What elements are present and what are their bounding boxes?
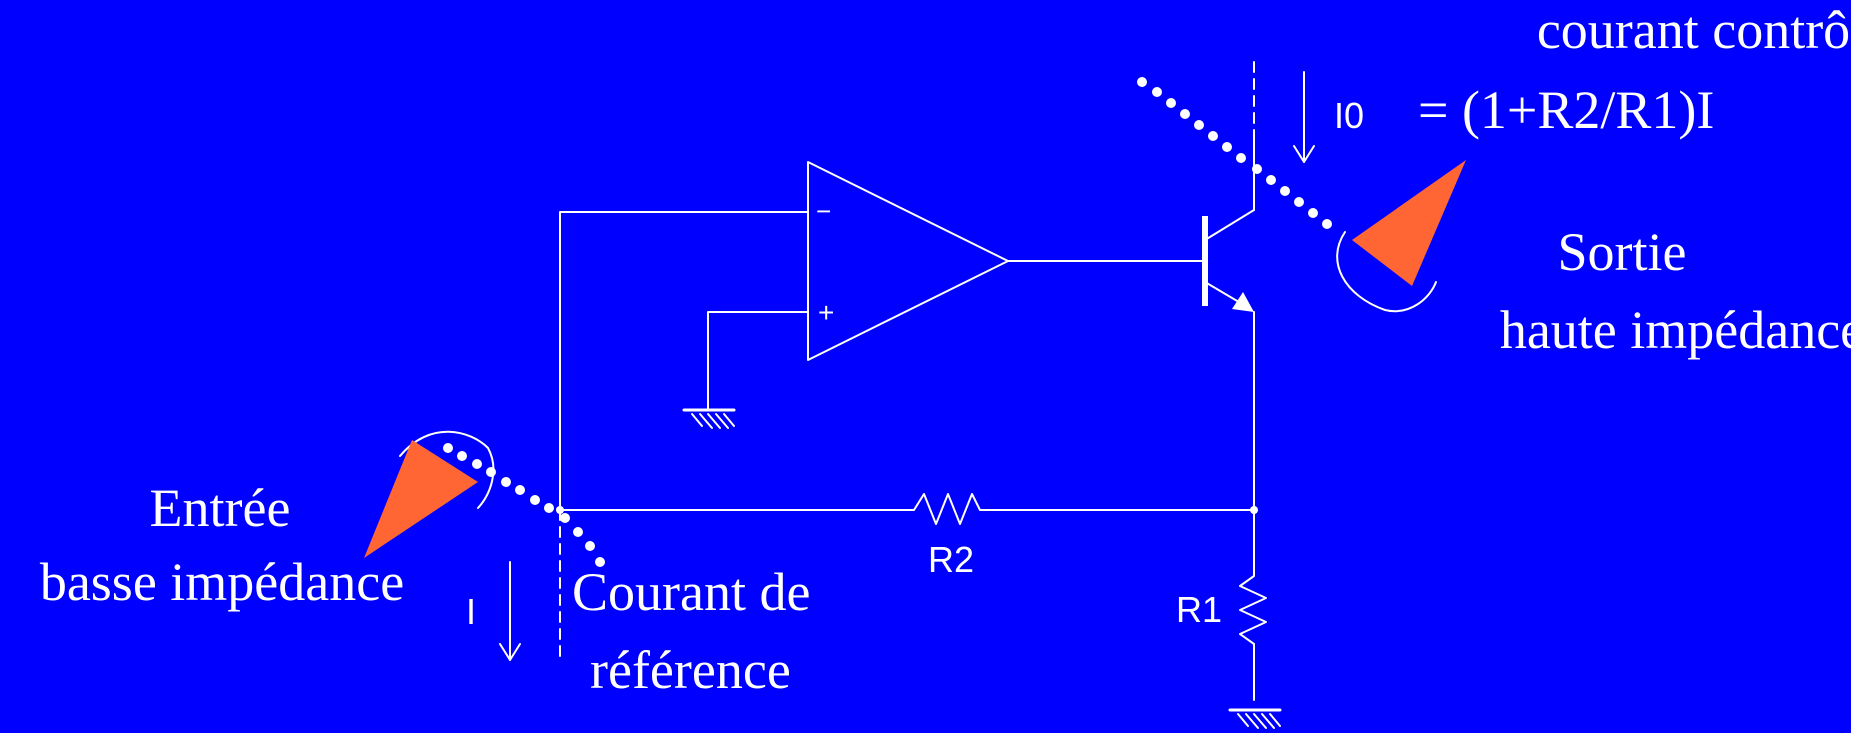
resistor-r2 — [871, 493, 1255, 525]
r2-label: R2 — [928, 539, 974, 580]
input-label-line1: Entrée — [150, 478, 291, 538]
input-label-line2: basse impédance — [40, 552, 404, 612]
i-arrow-head — [499, 643, 521, 661]
ground-opamp-icon — [682, 408, 736, 429]
output-label-line2: haute impédance — [1500, 300, 1851, 360]
noninverting-input-wire — [707, 311, 809, 411]
junction-dot-left — [556, 506, 564, 514]
output-callout-arc — [1336, 231, 1437, 313]
output-label-line1: Sortie — [1558, 222, 1687, 282]
collector-lead — [1204, 209, 1255, 241]
opamp-plus-sign: + — [818, 297, 834, 328]
input-callout-arc — [399, 430, 495, 509]
op-amp-symbol — [807, 161, 1009, 361]
junction-dot-right — [1250, 506, 1258, 514]
i0-label: I0 — [1334, 95, 1364, 136]
inverting-input-wire — [559, 211, 873, 511]
output-dotted-pointer — [1137, 77, 1332, 229]
i-label: I — [466, 591, 476, 632]
input-callout-triangle — [364, 440, 478, 558]
opamp-minus-sign: − — [816, 196, 831, 226]
r1-label: R1 — [1176, 589, 1222, 630]
output-callout-triangle — [1352, 160, 1466, 286]
emitter-arrow-icon — [1232, 292, 1254, 312]
controlled-current-title: courant contrôlé — [1537, 0, 1851, 60]
i0-arrow-head — [1293, 145, 1315, 163]
ground-r1-icon — [1228, 708, 1282, 729]
reference-label-line2: référence — [590, 640, 791, 700]
controlled-current-formula: = (1+R2/R1)I — [1418, 80, 1714, 140]
resistor-r1 — [1239, 509, 1267, 701]
input-dotted-pointer — [443, 443, 605, 567]
reference-label-line1: Courant de — [572, 562, 810, 622]
